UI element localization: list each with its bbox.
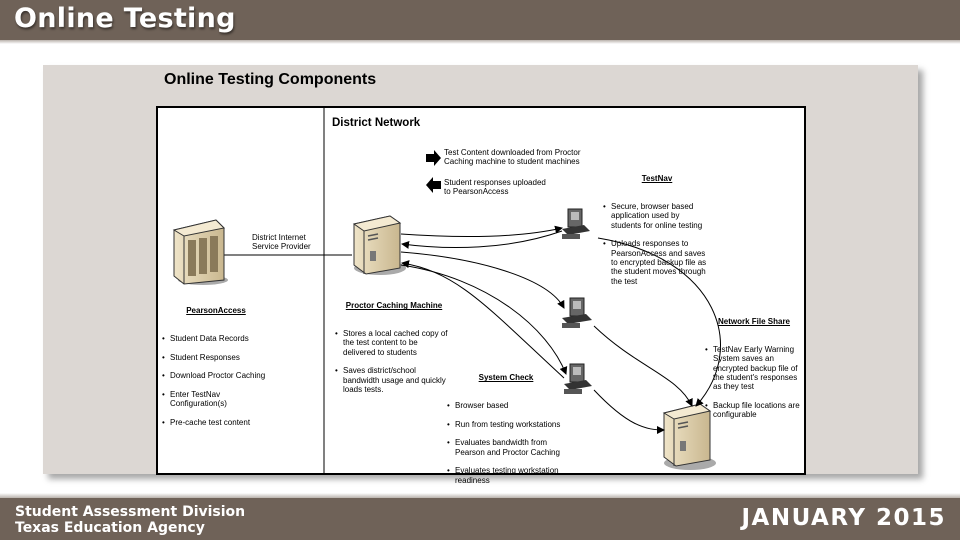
network-diagram: District Network District Internet Servi… <box>156 106 806 485</box>
download-arrow-testnav <box>400 225 563 237</box>
legend-upload-arrow-icon <box>426 177 441 193</box>
system-check-label: System Check Browser based Run from test… <box>446 364 566 503</box>
pearson-access-item: Student Data Records <box>161 334 271 344</box>
system-check-item: Evaluates testing workstation readiness <box>446 466 566 485</box>
backup-arrow-middle <box>593 325 693 407</box>
legend-upload-label: Student responses uploaded to PearsonAcc… <box>444 178 546 197</box>
legend-download-label: Test Content downloaded from Proctor Cac… <box>444 148 581 167</box>
network-file-share-label: Network File Share TestNav Early Warning… <box>704 308 804 438</box>
pearson-access-label: PearsonAccess Student Data Records Stude… <box>161 297 271 446</box>
pearson-access-title: PearsonAccess <box>186 306 246 316</box>
pearson-access-item: Student Responses <box>161 353 271 363</box>
backup-arrow-system-check <box>593 389 665 434</box>
workstation-icon-system-check <box>564 363 592 394</box>
footer-date: JANUARY 2015 <box>741 505 946 531</box>
network-file-share-item: TestNav Early Warning System saves an en… <box>704 345 804 391</box>
footer-division: Student Assessment Division <box>15 504 246 520</box>
slide-title: Online Testing <box>14 3 236 34</box>
diagram-heading: Online Testing Components <box>164 71 377 88</box>
footer-bar: Student Assessment Division Texas Educat… <box>0 493 960 540</box>
system-check-title: System Check <box>478 373 534 383</box>
testnav-label: TestNav Secure, browser based applicatio… <box>602 165 712 304</box>
system-check-item: Evaluates bandwidth from Pearson and Pro… <box>446 438 566 457</box>
proctor-caching-server-icon <box>352 215 406 275</box>
workstation-icon-testnav <box>562 208 590 239</box>
download-arrow-middle <box>400 251 565 309</box>
upload-arrow-system-check <box>401 260 565 379</box>
network-file-share-title: Network File Share <box>717 317 791 327</box>
pearson-access-server-icon <box>172 219 228 285</box>
proctor-caching-item: Stores a local cached copy of the test c… <box>334 329 454 357</box>
pearson-access-item: Download Proctor Caching <box>161 371 271 381</box>
system-check-item: Browser based <box>446 401 566 411</box>
header-bar: Online Testing <box>0 0 960 44</box>
footer-agency: Texas Education Agency <box>15 520 205 536</box>
district-network-title: District Network <box>332 117 421 129</box>
testnav-title: TestNav <box>641 174 673 184</box>
proctor-caching-label: Proctor Caching Machine Stores a local c… <box>334 292 454 413</box>
network-file-share-server-icon <box>662 403 716 470</box>
testnav-item: Secure, browser based application used b… <box>602 202 712 230</box>
upload-arrow-testnav <box>401 230 563 249</box>
isp-label: District Internet Service Provider <box>252 233 311 252</box>
network-file-share-item: Backup file locations are configurable <box>704 401 804 420</box>
workstation-icon-middle <box>562 297 592 328</box>
pearson-access-item: Enter TestNav Configuration(s) <box>161 390 271 409</box>
system-check-item: Run from testing workstations <box>446 420 566 430</box>
testnav-item: Uploads responses to PearsonAccess and s… <box>602 239 712 285</box>
proctor-caching-item: Saves district/school bandwidth usage an… <box>334 366 454 394</box>
diagram-graphics <box>172 108 721 473</box>
proctor-caching-title: Proctor Caching Machine <box>345 301 443 311</box>
legend-download-arrow-icon <box>426 150 441 166</box>
pearson-access-item: Pre-cache test content <box>161 418 271 428</box>
